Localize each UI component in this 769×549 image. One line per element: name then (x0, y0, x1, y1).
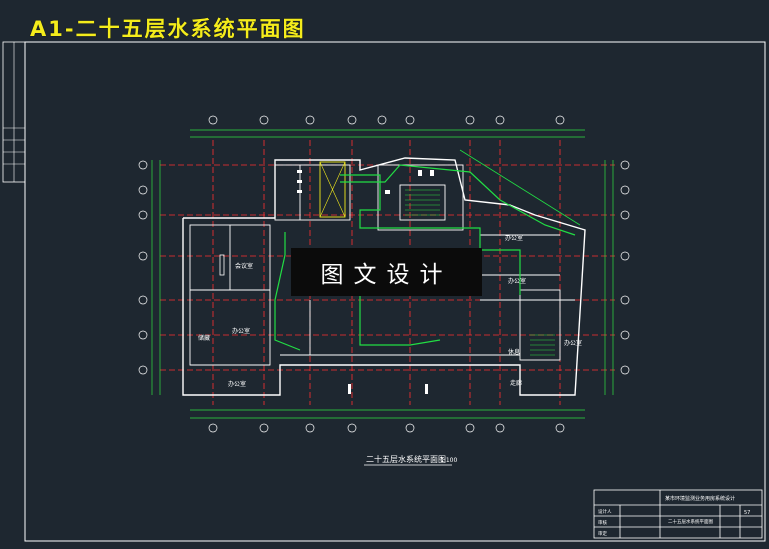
stair-hatch (405, 189, 555, 356)
title-block-project: 某市环境监测业务用房系统设计 (665, 495, 735, 502)
label-corridor: 走廊 (510, 379, 522, 387)
label-office: 办公室 (232, 327, 250, 335)
title-block-row-2: 审核 (598, 519, 607, 526)
page-title: A1-二十五层水系统平面图 (30, 17, 306, 41)
building-walls (182, 157, 586, 396)
axis-bubbles (138, 115, 630, 433)
watermark-logo: 图文设计 (291, 248, 482, 296)
label-meeting: 会议室 (235, 262, 253, 270)
title-block-drawing-name: 二十五层水系统平面图 (668, 518, 713, 525)
dimension-lines (151, 129, 614, 419)
title-block-row-1: 设计人 (598, 508, 612, 515)
room-labels: 会议室 储藏 办公室 办公室 办公室 办公室 办公室 休息 走廊 (198, 234, 582, 388)
title-block-row-3: 审定 (598, 530, 607, 537)
drawing-scale: 1:100 (440, 457, 457, 464)
label-office4: 办公室 (508, 277, 526, 285)
label-office5: 办公室 (564, 339, 582, 347)
water-pipes (274, 149, 581, 351)
title-block-sheet-no: 57 (744, 510, 750, 516)
label-lounge: 休息 (508, 348, 520, 356)
drawing-caption: 二十五层水系统平面图 (366, 454, 446, 464)
title-block (593, 489, 763, 539)
label-office2: 办公室 (228, 380, 246, 388)
label-storage: 储藏 (198, 334, 210, 342)
sheet-frame (24, 41, 766, 542)
label-office3: 办公室 (505, 234, 523, 242)
fixtures (219, 170, 434, 394)
